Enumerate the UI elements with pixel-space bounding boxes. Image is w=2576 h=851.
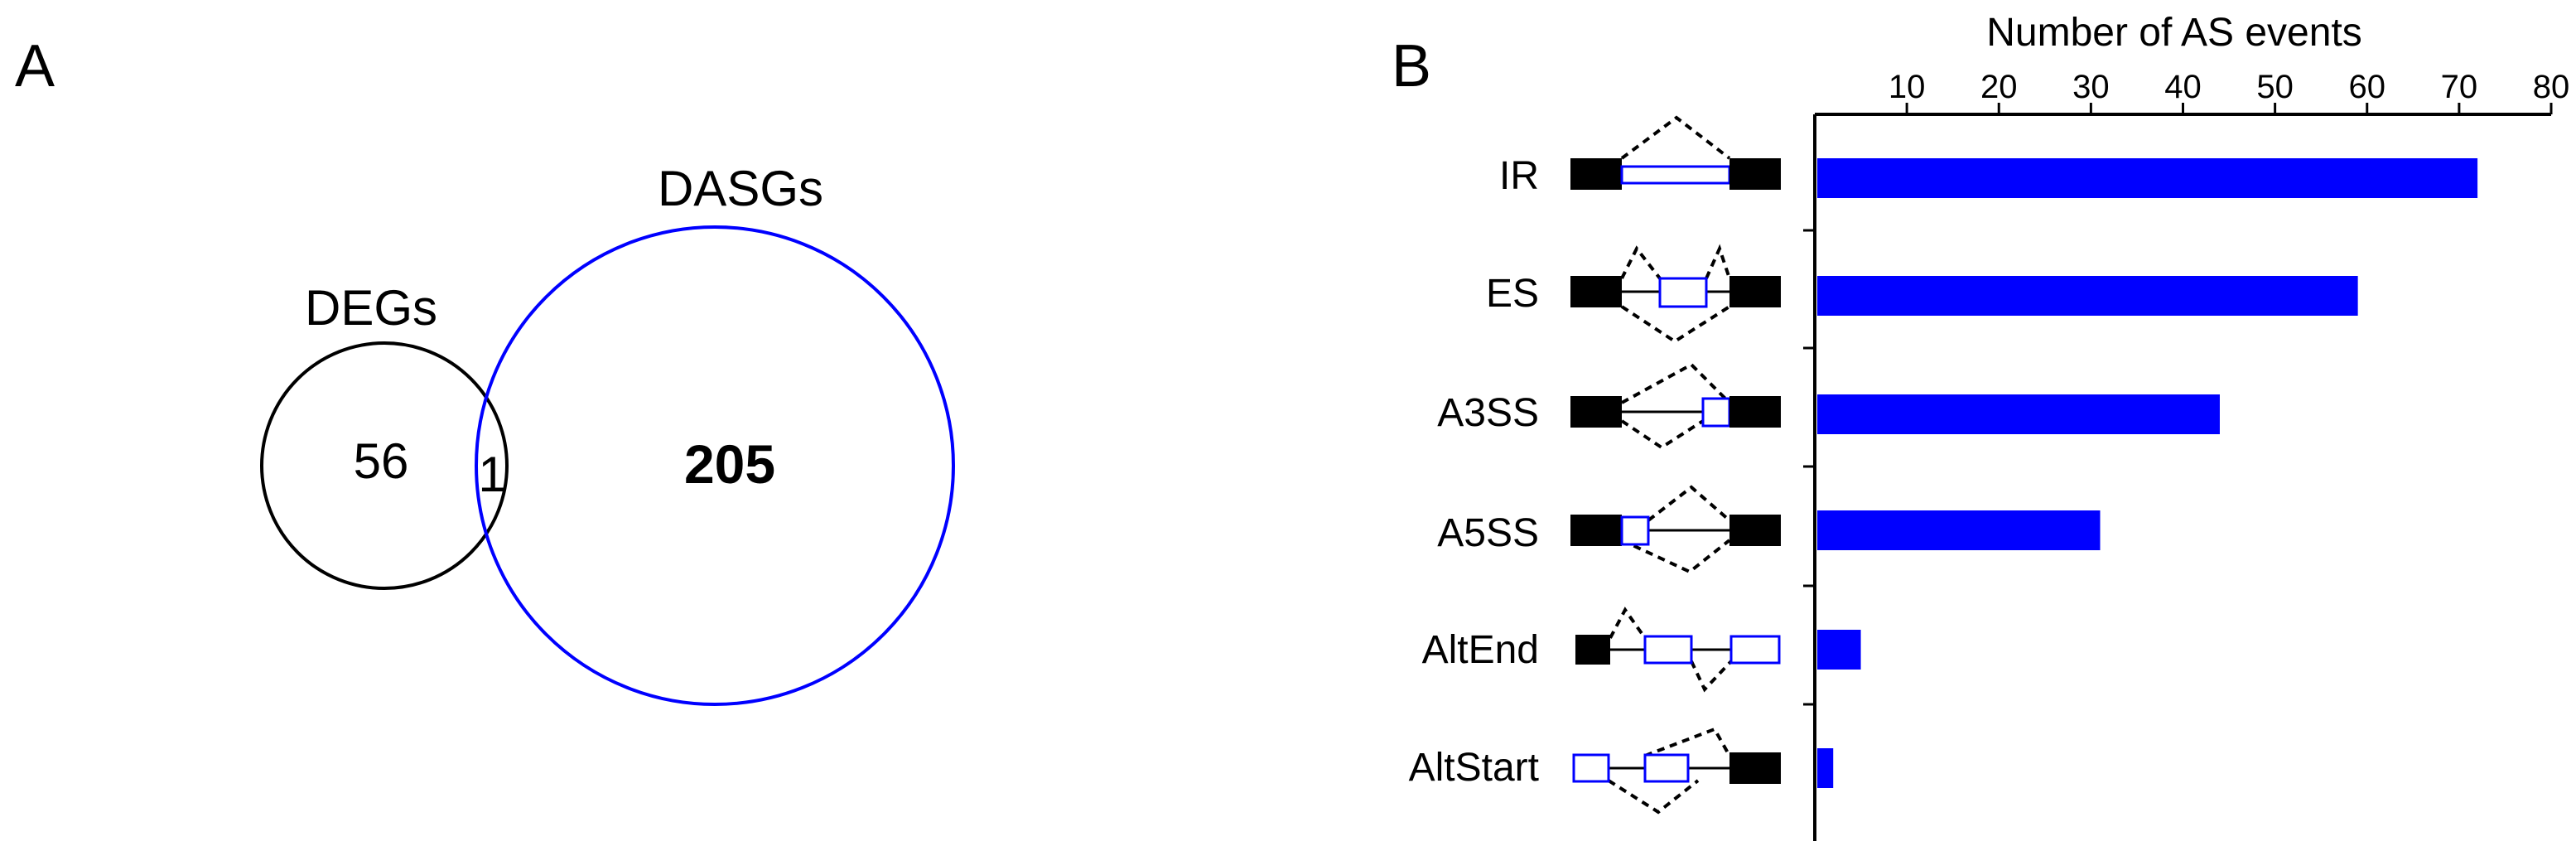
panel-a-label: A <box>15 33 55 99</box>
panel-a: A DEGs DASGs 56 1 205 <box>15 33 955 706</box>
dasgs-only-count: 205 <box>684 433 775 495</box>
x-tick-label-10: 10 <box>1889 69 1926 105</box>
x-tick-label-40: 40 <box>2164 69 2202 105</box>
alt-5-splice-site-icon <box>1570 485 1781 574</box>
panel-b-label: B <box>1392 33 1431 99</box>
bar-a3ss <box>1817 394 2220 434</box>
x-tick-label-30: 30 <box>2072 69 2110 105</box>
y-ticks <box>1803 229 1815 706</box>
x-tick-label-70: 70 <box>2441 69 2478 105</box>
intron-retention-icon <box>1570 115 1781 190</box>
x-tick-label-20: 20 <box>1980 69 2018 105</box>
dasgs-set-label: DASGs <box>658 161 823 216</box>
panel-b: B Number of AS events 10 20 30 40 50 60 70 80 I… <box>1392 11 2569 841</box>
degs-set-label: DEGs <box>305 280 437 336</box>
x-tick-label-80: 80 <box>2533 69 2570 105</box>
dasgs-circle <box>475 225 955 706</box>
bar-es <box>1817 276 2358 316</box>
category-label-altstart: AltStart <box>1409 746 1539 790</box>
bar-altend <box>1817 630 1861 670</box>
bars <box>1817 158 2478 788</box>
alt-end-icon <box>1575 607 1781 693</box>
category-label-a3ss: A3SS <box>1437 391 1539 435</box>
category-label-a5ss: A5SS <box>1437 511 1539 555</box>
exon-skipping-icon <box>1570 244 1781 344</box>
category-label-es: ES <box>1486 272 1539 316</box>
x-axis-title: Number of AS events <box>1986 11 2362 55</box>
category-label-altend: AltEnd <box>1422 628 1539 672</box>
degs-only-count: 56 <box>354 433 409 489</box>
bar-ir <box>1817 158 2478 198</box>
overlap-count: 1 <box>478 447 505 502</box>
bar-a5ss <box>1817 510 2101 550</box>
bar-altstart <box>1817 748 1834 788</box>
x-ticks: 10 20 30 40 50 60 70 80 <box>1889 69 2569 114</box>
x-tick-label-60: 60 <box>2349 69 2386 105</box>
alt-start-icon <box>1572 727 1781 815</box>
category-labels: IR ES A3SS A5SS AltEnd AltStart <box>1409 154 1539 790</box>
x-tick-label-50: 50 <box>2256 69 2294 105</box>
alt-3-splice-site-icon <box>1570 362 1781 450</box>
degs-circle <box>260 341 509 590</box>
category-label-ir: IR <box>1499 154 1539 198</box>
